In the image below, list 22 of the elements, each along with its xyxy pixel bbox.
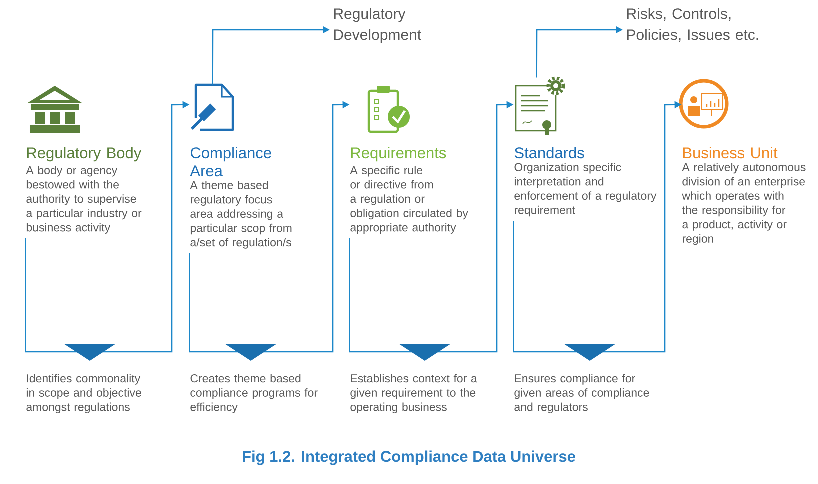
description: A body or agency bestowed with the authority to supervise a particular industry or business activity: [26, 166, 142, 234]
description: A relatively autonomous division of an enterprise which operates with the responsibility for a product, activity or region: [682, 163, 806, 246]
note-text: Establishes context for a given requirement to the operating business: [350, 374, 478, 414]
note-text: Identifies commonality in scope and objective amongst regulations: [26, 374, 142, 414]
stage-group: [679, 79, 806, 246]
note-text: Creates theme based compliance programs for efficiency: [190, 374, 318, 414]
heading: Compliance Area: [190, 147, 272, 177]
heading: Requirements: [351, 147, 446, 162]
heading: Standards: [514, 147, 584, 159]
outcome-text: Regulatory Development: [334, 8, 422, 44]
note-text: Ensures compliance for given areas of compliance and regulators: [514, 374, 650, 414]
description: A theme based regulatory focus area addressing a particular scop from a/set of regulation/s: [190, 181, 292, 249]
description: Organization specific interpretation and enforcement of a regulatory requirement: [514, 163, 657, 217]
stage-group: [26, 86, 142, 234]
stage-group: [190, 84, 292, 249]
stage-group: [350, 86, 468, 234]
outcome-text: Risks, Controls, Policies, Issues etc.: [627, 8, 758, 42]
description: A specific rule or directive from a regulation or obligation circulated by appropriate authority: [350, 166, 468, 234]
stage-group: [514, 76, 657, 217]
caption: Fig 1.2. Integrated Compliance Data Universe: [243, 450, 576, 466]
heading: Business Unit: [683, 147, 778, 159]
heading: Regulatory Body: [27, 147, 142, 162]
